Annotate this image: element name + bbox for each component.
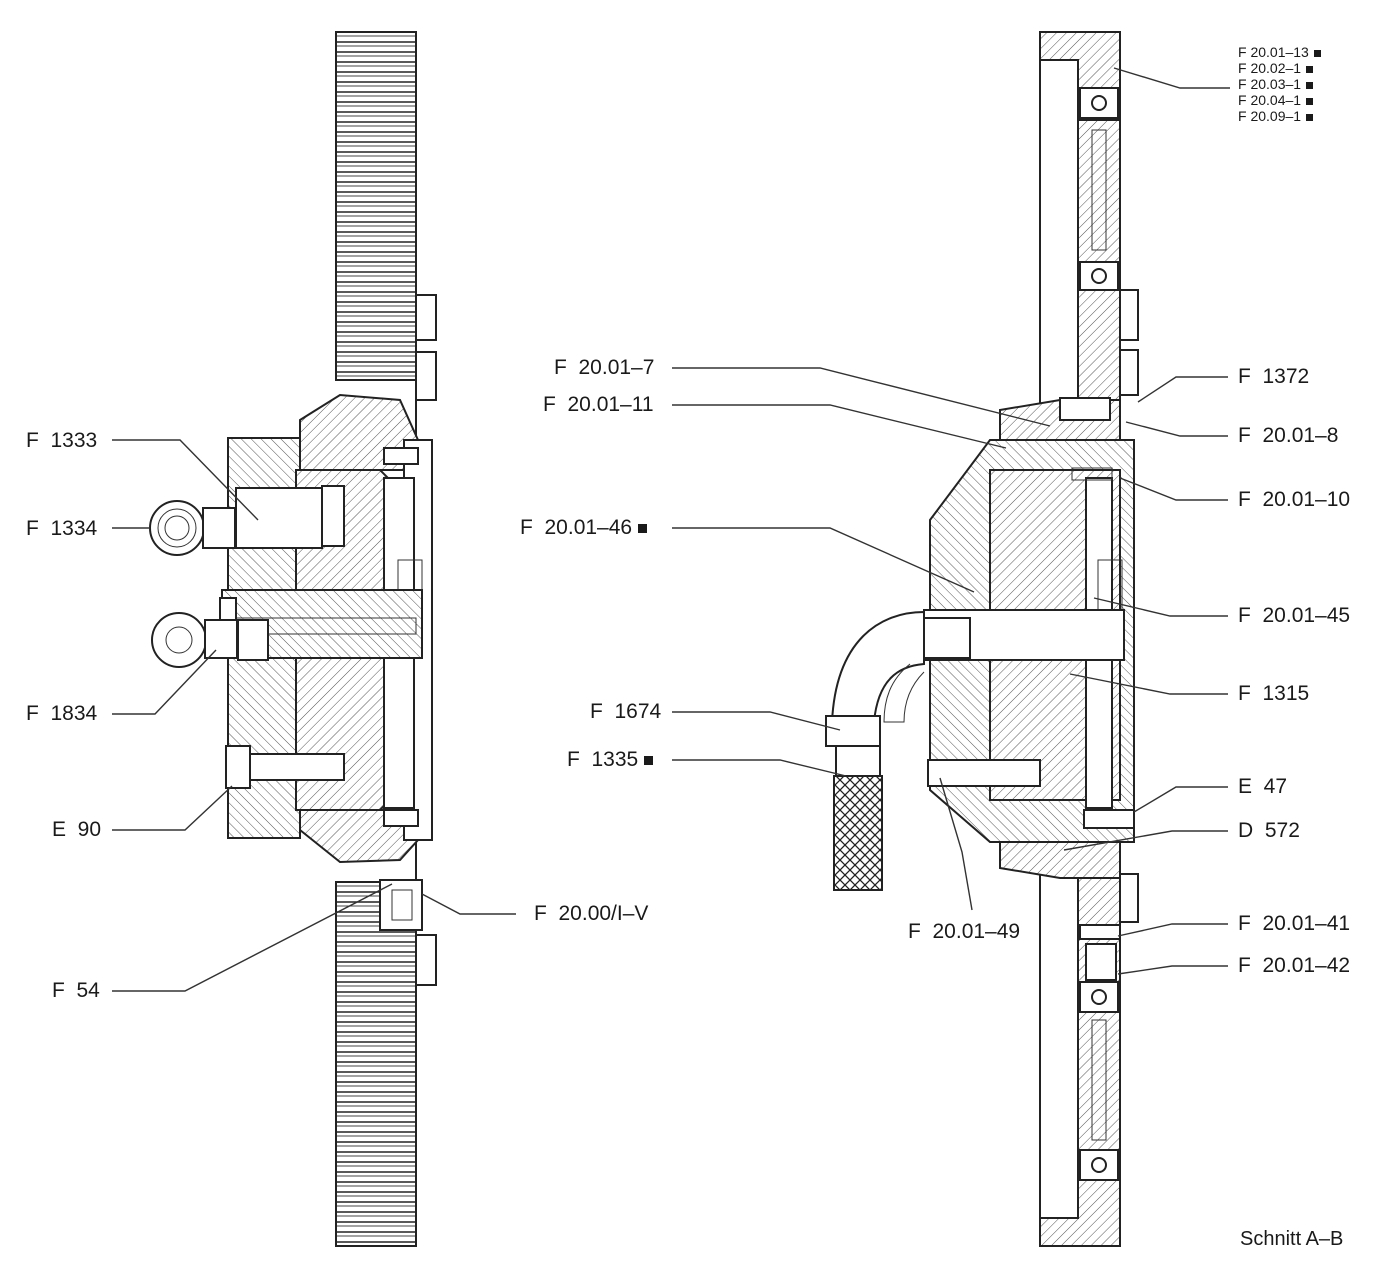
belt-teeth-lower <box>335 881 417 1247</box>
label-e90: E 90 <box>52 818 102 841</box>
eye-fitting-lower <box>151 612 207 668</box>
header-ref-2-text: F 20.02–1 <box>1238 60 1302 76</box>
label-f20-01-41: F 20.01–41 <box>1238 912 1351 935</box>
label-f20-01-11: F 20.01–11 <box>543 393 654 416</box>
label-f20-01-7: F 20.01–7 <box>554 356 655 379</box>
section-caption: Schnitt A–B <box>1240 1228 1344 1250</box>
bearing-mid-lower <box>1079 981 1119 1013</box>
label-f1334: F 1334 <box>26 517 98 540</box>
header-ref-4-text: F 20.04–1 <box>1238 92 1302 108</box>
marker-square-icon <box>644 755 654 765</box>
marker-square-icon <box>1306 113 1314 121</box>
label-f1333: F 1333 <box>26 429 98 452</box>
label-e47: E 47 <box>1238 775 1288 798</box>
label-f1315: F 1315 <box>1238 682 1310 705</box>
label-f1372: F 1372 <box>1238 365 1310 388</box>
header-ref-1-text: F 20.01–13 <box>1238 44 1309 60</box>
elbow-pipe <box>830 610 925 723</box>
label-f1834: F 1834 <box>26 702 98 725</box>
label-f20-00: F 20.00/I–V <box>534 902 649 925</box>
header-ref-5-text: F 20.09–1 <box>1238 108 1302 124</box>
label-f20-01-8: F 20.01–8 <box>1238 424 1339 447</box>
label-f20-01-46: F 20.01–46 <box>520 516 648 540</box>
belt-teeth-upper <box>335 31 417 381</box>
header-ref-3-text: F 20.03–1 <box>1238 76 1302 92</box>
marker-square-icon <box>1306 97 1314 105</box>
marker-square-icon <box>1306 65 1314 73</box>
header-ref-1: F 20.01–13 <box>1238 44 1321 60</box>
label-f1674: F 1674 <box>590 700 662 723</box>
header-ref-3: F 20.03–1 <box>1238 76 1321 92</box>
label-f20-01-42: F 20.01–42 <box>1238 954 1351 977</box>
bearing-mid-upper <box>1079 261 1119 291</box>
marker-square-icon <box>1313 49 1321 57</box>
braided-hose <box>833 775 883 891</box>
label-f20-01-45: F 20.01–45 <box>1238 604 1351 627</box>
leader-lines <box>112 67 1230 992</box>
header-ref-2: F 20.02–1 <box>1238 60 1321 76</box>
label-f1335: F 1335 <box>567 748 654 772</box>
header-ref-list: F 20.01–13 F 20.02–1 F 20.03–1 F 20.04–1… <box>1238 44 1321 124</box>
header-ref-4: F 20.04–1 <box>1238 92 1321 108</box>
label-f20-01-10: F 20.01–10 <box>1238 488 1351 511</box>
label-f20-01-46-text: F 20.01–46 <box>520 516 633 539</box>
label-f1335-text: F 1335 <box>567 748 639 771</box>
bearing-top <box>1079 87 1119 119</box>
label-d572: D 572 <box>1238 819 1300 842</box>
label-f20-01-49: F 20.01–49 <box>908 920 1021 943</box>
left-section-view <box>149 31 437 1247</box>
tube <box>927 759 1041 787</box>
marker-square-icon <box>638 523 648 533</box>
marker-square-icon <box>1306 81 1314 89</box>
header-ref-5: F 20.09–1 <box>1238 108 1321 124</box>
label-f54: F 54 <box>52 979 100 1002</box>
right-section-view <box>825 31 1139 1247</box>
bearing-bottom <box>1079 1149 1119 1181</box>
